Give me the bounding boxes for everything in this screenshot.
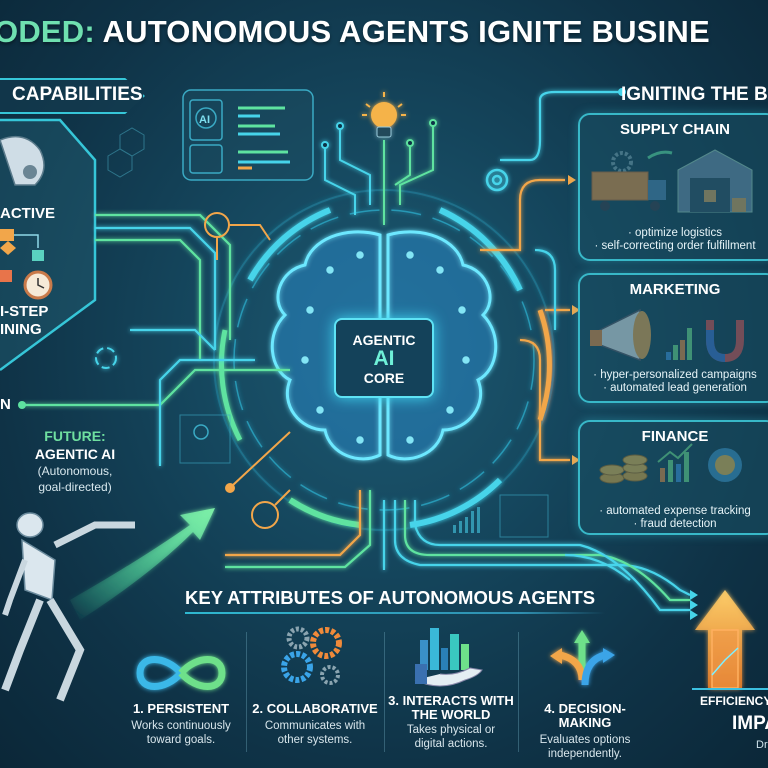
divider (518, 632, 519, 752)
attribute-desc: Evaluates options independently. (520, 733, 650, 761)
capability-active-label: ACTIVE (0, 205, 56, 222)
ai-window-icon (182, 89, 314, 181)
igniting-heading: IGNITING THE B (621, 84, 768, 105)
lightbulb-icon (362, 92, 406, 138)
gear-icon (485, 168, 509, 192)
attribute-interacts: 3. INTERACTS WITH THE WORLD Takes physic… (386, 694, 516, 751)
svg-text:AI: AI (199, 114, 210, 126)
desc-line: Evaluates options (539, 734, 631, 746)
core-line-3: CORE (363, 370, 405, 386)
desc-line: digital actions. (414, 738, 488, 750)
future-desc-1: (Autonomous, (37, 464, 113, 478)
brain-icon (270, 230, 498, 461)
robot-hand-icon (0, 135, 45, 186)
efficiency-label: EFFICIENCY (700, 694, 768, 708)
attribute-desc: Works continuously toward goals. (116, 719, 246, 747)
card-bullets: · hyper-personalized campaigns · automat… (580, 369, 768, 395)
future-agentic-ai: FUTURE: AGENTIC AI (Autonomous, goal-dir… (20, 428, 130, 494)
capability-multistep-line1: I-STEP (0, 303, 49, 320)
future-label: FUTURE: (44, 428, 106, 444)
divider (246, 632, 247, 752)
impact-label: IMPA (732, 713, 768, 734)
card-supply-chain: SUPPLY CHAIN · optimize logistics · self… (578, 113, 768, 261)
infinity-icon (136, 656, 226, 690)
robot-runner-icon (1, 512, 135, 702)
capabilities-tab (0, 78, 145, 114)
growth-up-arrow-icon (695, 590, 755, 689)
divider (384, 632, 385, 752)
flowchart-clock-icon (0, 229, 53, 300)
bullet: · fraud detection (633, 518, 717, 530)
bullet: · automated expense tracking (599, 505, 751, 517)
key-attributes-heading: KEY ATTRIBUTES OF AUTONOMOUS AGENTS (185, 587, 596, 608)
desc-line: independently. (548, 748, 622, 760)
future-desc-2: goal-directed) (38, 480, 112, 494)
impact-sub: Dr (756, 739, 768, 751)
attribute-desc: Takes physical or digital actions. (386, 723, 516, 751)
attribute-title: THE WORLD (411, 707, 491, 722)
attribute-title: 2. COLLABORATIVE (252, 701, 378, 716)
card-marketing: MARKETING · hyper-personalized campaigns… (578, 273, 768, 403)
desc-line: toward goals. (146, 734, 216, 746)
attribute-collaborative: 2. COLLABORATIVE Communicates with other… (250, 702, 380, 747)
card-finance: FINANCE · automated expense tracking · f… (578, 420, 768, 535)
page-title: ODED: AUTONOMOUS AGENTS IGNITE BUSINE (0, 14, 710, 50)
attribute-title: 4. DECISION-MAKING (544, 701, 626, 730)
card-title: FINANCE (641, 428, 709, 445)
attribute-desc: Communicates with other systems. (250, 719, 380, 747)
divider (185, 612, 605, 614)
capabilities-label: CAPABILITIES (12, 84, 143, 105)
bullet: · automated lead generation (603, 382, 747, 394)
attribute-title: 3. INTERACTS WITH (388, 693, 514, 708)
attribute-title: 1. PERSISTENT (132, 701, 230, 716)
title-text: AUTONOMOUS AGENTS IGNITE BUSINE (94, 14, 710, 49)
gears-icon (281, 626, 342, 685)
bullet: · hyper-personalized campaigns (593, 369, 757, 381)
partial-label: N (0, 396, 11, 413)
desc-line: Takes physical or (406, 724, 496, 736)
core-line-1: AGENTIC (352, 332, 416, 348)
growth-arrow-icon (70, 508, 215, 620)
desc-line: Communicates with (264, 720, 366, 732)
card-bullets: · automated expense tracking · fraud det… (580, 505, 768, 531)
future-title: AGENTIC AI (34, 446, 116, 462)
card-title: MARKETING (629, 281, 721, 298)
divider (692, 688, 768, 690)
core-line-2: AI (373, 347, 395, 370)
bullet: · optimize logistics (628, 227, 722, 239)
capability-multistep-line2: INING (0, 321, 42, 338)
desc-line: Works continuously (131, 720, 231, 732)
desc-line: other systems. (277, 734, 353, 746)
bullet: · self-correcting order fulfillment (594, 240, 756, 252)
hand-city-icon (414, 628, 483, 687)
card-bullets: · optimize logistics · self-correcting o… (580, 227, 768, 253)
card-title: SUPPLY CHAIN (619, 121, 731, 138)
agentic-ai-core: AGENTIC AI CORE (334, 318, 434, 398)
attribute-persistent: 1. PERSISTENT Works continuously toward … (116, 702, 246, 747)
attribute-decision-making: 4. DECISION-MAKING Evaluates options ind… (520, 702, 650, 761)
title-highlight: ODED: (0, 14, 95, 49)
split-arrows-icon (550, 630, 615, 686)
